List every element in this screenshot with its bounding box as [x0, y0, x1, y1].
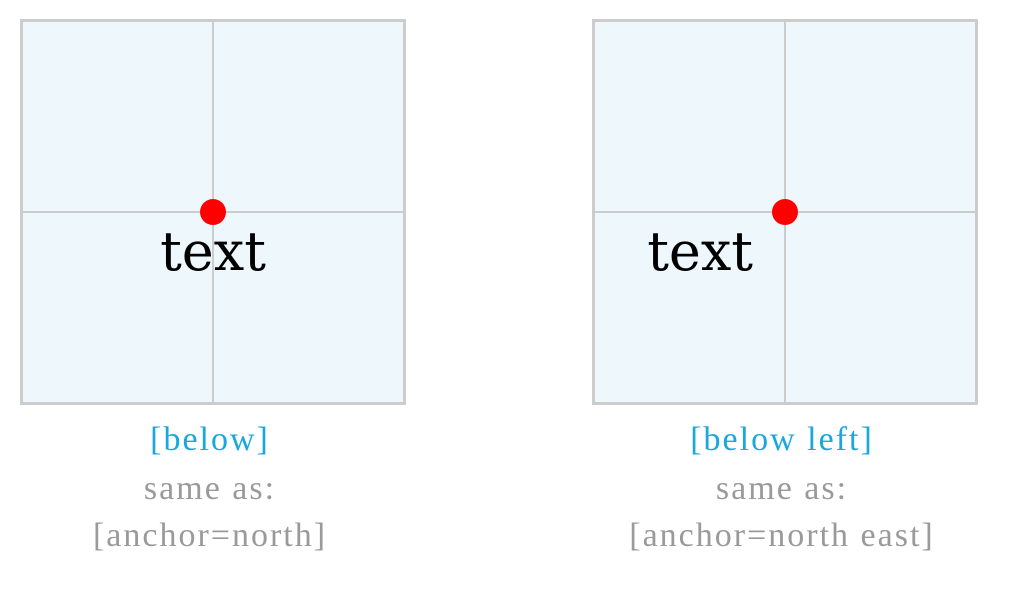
panel-below: text [below] same as: [anchor=north] [10, 0, 410, 596]
option-label: [below] [150, 421, 270, 458]
same-as-label: same as: [143, 470, 277, 507]
same-as-label: same as: [715, 470, 849, 507]
panel-below-left: text [below left] same as: [anchor=north… [582, 0, 982, 596]
equivalent-option-label: [anchor=north east] [629, 517, 935, 554]
node-text: text [160, 220, 266, 283]
placement-grid: text [20, 19, 406, 405]
anchor-point [772, 199, 798, 225]
placement-grid: text [592, 19, 978, 405]
anchor-point [200, 199, 226, 225]
option-label: [below left] [690, 421, 874, 458]
node-text: text [647, 220, 753, 283]
equivalent-option-label: [anchor=north] [92, 517, 328, 554]
